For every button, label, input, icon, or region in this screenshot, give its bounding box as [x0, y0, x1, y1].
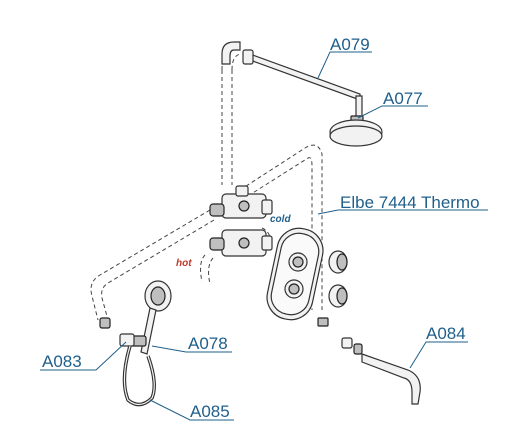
callout-a079: A079: [330, 35, 370, 54]
control-knobs: [328, 250, 348, 308]
head-shower: [329, 115, 383, 147]
bath-spout: [317, 317, 421, 405]
shower-arm: [242, 49, 363, 119]
hand-shower: [129, 280, 172, 355]
hot-label: hot: [176, 258, 192, 269]
shower-hose: [122, 345, 156, 407]
callout-a078: A078: [188, 334, 228, 353]
wall-outlet: [99, 317, 135, 347]
callout-a077: A077: [383, 89, 423, 108]
thermostatic-body: [209, 185, 273, 257]
callout-a084: A084: [426, 324, 466, 343]
callout-a083: A083: [42, 352, 82, 371]
cover-plate: [266, 227, 324, 321]
callout-mixer: Elbe 7444 Thermo: [340, 193, 480, 212]
cold-label: cold: [270, 214, 291, 225]
leader-lines: [40, 51, 488, 421]
callout-a085: A085: [190, 402, 230, 421]
elbow-fitting-top: [221, 41, 241, 65]
